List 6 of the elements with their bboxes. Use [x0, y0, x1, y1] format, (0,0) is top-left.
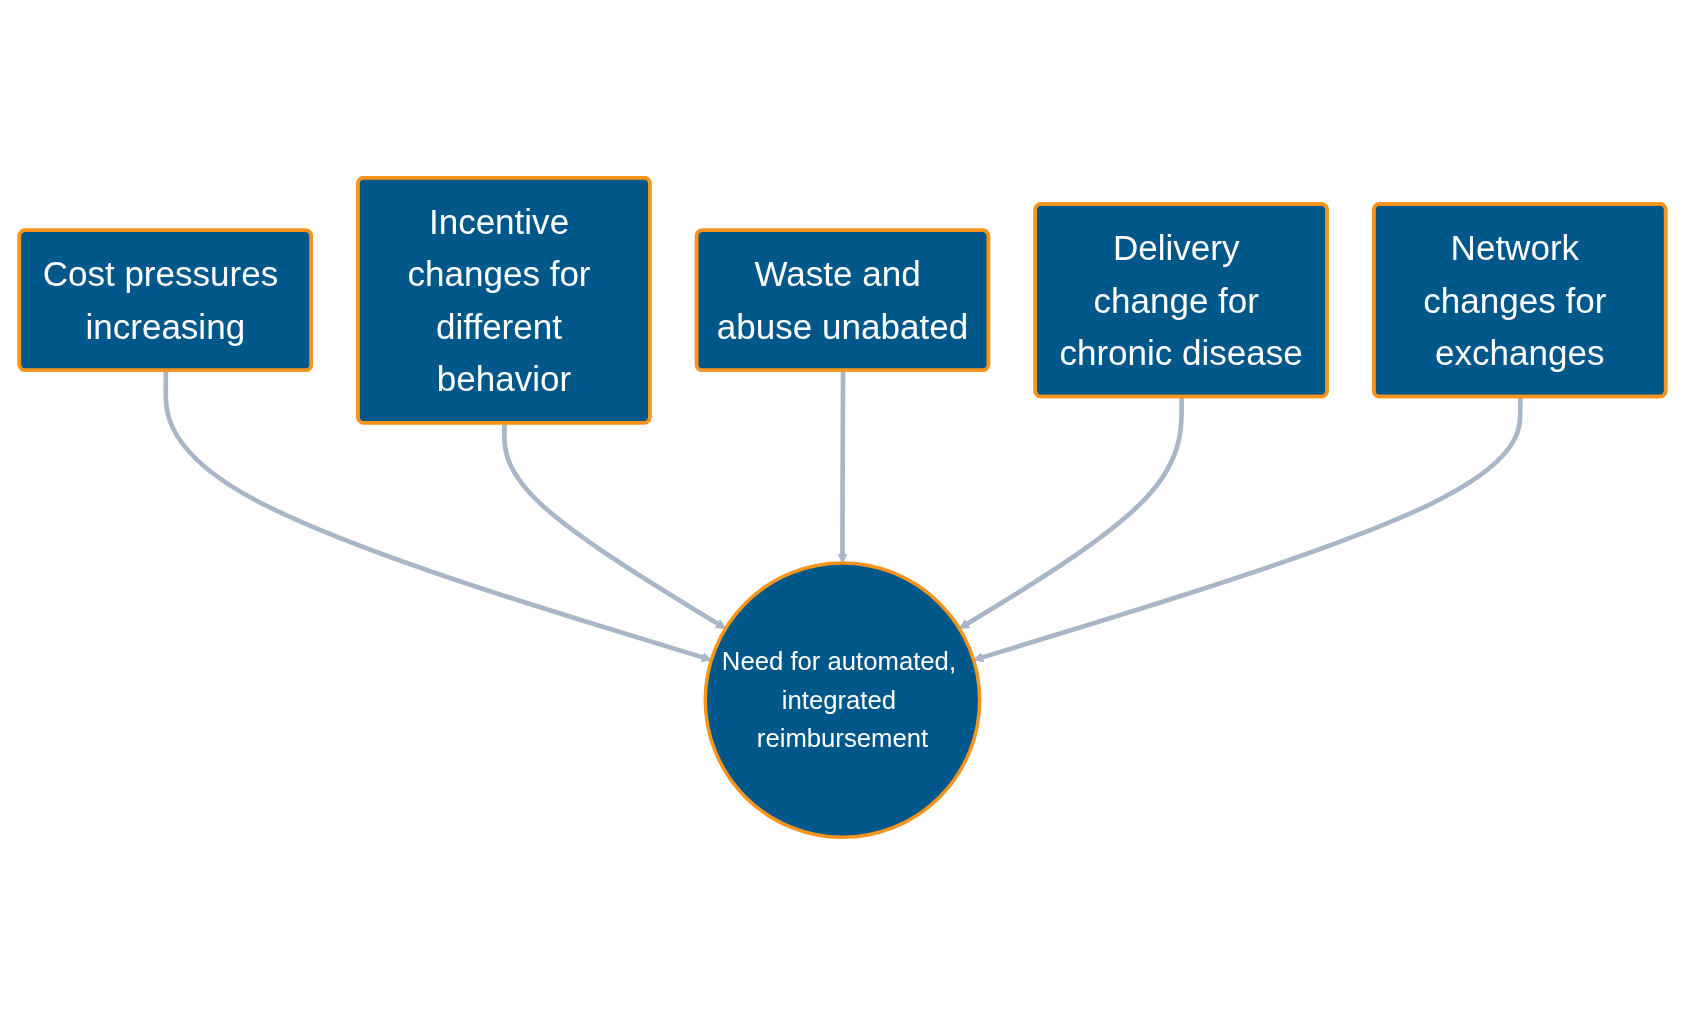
arrow: [973, 397, 1523, 663]
arrow: [959, 397, 1185, 629]
arrow: [502, 423, 726, 629]
arrow: [837, 370, 848, 564]
arrow: [163, 370, 712, 663]
node-circle: Need for automated, integrated reimbursement: [703, 561, 982, 840]
